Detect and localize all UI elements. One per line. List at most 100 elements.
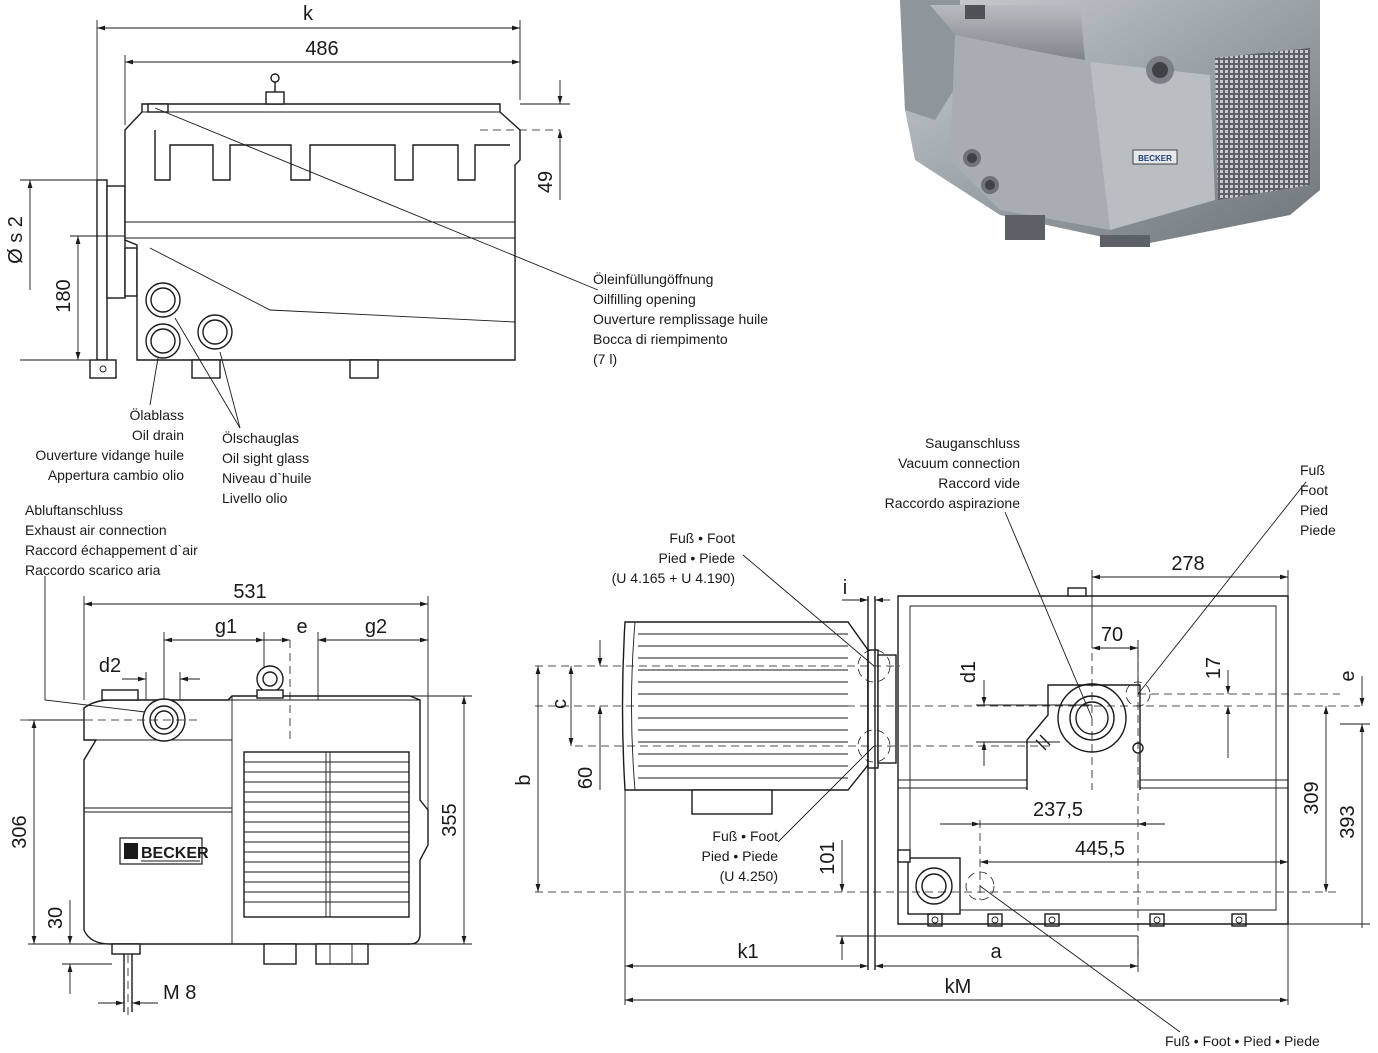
front-foot-mid bbox=[263, 943, 297, 965]
svg-text:Bocca di riempimento: Bocca di riempimento bbox=[593, 331, 728, 347]
leader-foot-bottom bbox=[979, 885, 1181, 1033]
svg-text:Ouverture remplissage huile: Ouverture remplissage huile bbox=[593, 311, 768, 327]
exhaust-cap bbox=[101, 689, 139, 701]
dim-os2: Ø s 2 bbox=[5, 216, 27, 264]
logo-mark-icon bbox=[124, 843, 138, 859]
photo-badge: BECKER bbox=[1138, 154, 1172, 163]
label-sight-glass: Ölschauglas Oil sight glass Niveau d`hui… bbox=[222, 429, 312, 506]
dim-m8: M 8 bbox=[163, 982, 196, 1004]
dim-e-right: e bbox=[1337, 670, 1359, 681]
svg-text:Pied: Pied bbox=[1300, 502, 1328, 518]
dim-445: 445,5 bbox=[1075, 838, 1125, 860]
label-foot-right: Fuß Foot Pied Piede bbox=[1300, 462, 1336, 538]
label-oil-drain: Ölablass Oil drain Ouverture vidange hui… bbox=[35, 406, 184, 483]
dim-393: 393 bbox=[1337, 805, 1359, 838]
dim-180: 180 bbox=[53, 279, 75, 312]
svg-text:Ölablass: Ölablass bbox=[130, 406, 184, 423]
dim-278: 278 bbox=[1171, 553, 1204, 575]
leader-oil-fill bbox=[154, 107, 599, 291]
label-oil-filling: Öleinfüllungöffnung Oilfilling opening O… bbox=[593, 270, 768, 367]
dim-e-top: e bbox=[296, 616, 307, 638]
dim-d2: d2 bbox=[99, 655, 121, 677]
svg-text:Fuß • Foot: Fuß • Foot bbox=[669, 530, 735, 546]
cooling-ribs bbox=[154, 130, 510, 181]
dim-486: 486 bbox=[305, 38, 338, 60]
dim-k: k bbox=[303, 3, 314, 25]
dim-g1: g1 bbox=[215, 616, 237, 638]
dim-309: 309 bbox=[1301, 781, 1323, 814]
dim-d1: d1 bbox=[958, 661, 980, 683]
motor-terminal-box bbox=[691, 789, 773, 815]
foot-mid bbox=[191, 359, 221, 379]
dim-30: 30 bbox=[45, 907, 67, 929]
svg-text:(U 4.165 + U 4.190): (U 4.165 + U 4.190) bbox=[612, 570, 735, 586]
svg-text:Fuß: Fuß bbox=[1300, 462, 1325, 478]
sight-glass-port bbox=[197, 314, 233, 350]
oil-drain-port bbox=[145, 282, 181, 359]
product-photo: BECKER bbox=[900, 0, 1320, 247]
svg-text:Piede: Piede bbox=[1300, 522, 1336, 538]
dim-g2: g2 bbox=[365, 616, 387, 638]
oil-filler-cap bbox=[147, 103, 169, 113]
svg-text:(U 4.250): (U 4.250) bbox=[720, 868, 778, 884]
dim-b: b bbox=[513, 774, 535, 785]
svg-text:Vacuum connection: Vacuum connection bbox=[898, 455, 1020, 471]
dim-i: i bbox=[843, 577, 847, 599]
dim-531: 531 bbox=[233, 581, 266, 603]
label-foot-motor-a: Fuß • Foot Pied • Piede (U 4.165 + U 4.1… bbox=[612, 530, 736, 586]
label-exhaust: Abluftanschluss Exhaust air connection R… bbox=[25, 502, 198, 578]
svg-text:Fuß • Foot • Pied • Piede: Fuß • Foot • Pied • Piede bbox=[1165, 1033, 1320, 1049]
side-view: k 486 49 Ø s 2 180 bbox=[5, 3, 599, 429]
top-view: i 278 70 d1 17 e c b 60 bbox=[513, 481, 1370, 1033]
leader-exhaust bbox=[44, 576, 146, 713]
dim-c: c bbox=[549, 699, 571, 709]
svg-text:Fuß • Foot: Fuß • Foot bbox=[712, 828, 778, 844]
svg-text:Oilfilling opening: Oilfilling opening bbox=[593, 291, 696, 307]
dim-k1: k1 bbox=[737, 941, 758, 963]
cooling-grill bbox=[243, 751, 410, 918]
label-vacuum: Sauganschluss Vacuum connection Raccord … bbox=[885, 435, 1021, 511]
front-foot-left bbox=[111, 943, 141, 955]
svg-text:Raccordo scarico aria: Raccordo scarico aria bbox=[25, 562, 161, 578]
svg-text:Raccordo aspirazione: Raccordo aspirazione bbox=[885, 495, 1021, 511]
svg-text:Ouverture vidange huile: Ouverture vidange huile bbox=[35, 447, 184, 463]
svg-text:Foot: Foot bbox=[1300, 482, 1328, 498]
coupling bbox=[124, 247, 138, 297]
leader-foot-motor-b bbox=[777, 745, 875, 843]
leader-foot-right bbox=[1137, 481, 1307, 695]
dim-237: 237,5 bbox=[1033, 799, 1083, 821]
dim-km: kM bbox=[945, 976, 972, 998]
svg-text:Livello olio: Livello olio bbox=[222, 490, 288, 506]
svg-text:Pied • Piede: Pied • Piede bbox=[701, 848, 778, 864]
svg-text:Öleinfüllungöffnung: Öleinfüllungöffnung bbox=[593, 270, 713, 287]
foot-left bbox=[89, 359, 117, 379]
dim-355: 355 bbox=[439, 803, 461, 836]
leader-vacuum bbox=[1004, 511, 1093, 719]
label-foot-bottom: Fuß • Foot • Pied • Piede bbox=[1165, 1033, 1320, 1049]
svg-text:Raccord vide: Raccord vide bbox=[938, 475, 1020, 491]
label-foot-motor-b: Fuß • Foot Pied • Piede (U 4.250) bbox=[701, 828, 778, 884]
dim-a: a bbox=[990, 941, 1002, 963]
svg-text:(7 l): (7 l) bbox=[593, 351, 617, 367]
flange-collar bbox=[106, 185, 126, 299]
svg-text:Appertura cambio olio: Appertura cambio olio bbox=[48, 467, 184, 483]
dim-60: 60 bbox=[575, 767, 597, 789]
svg-text:Raccord échappement d`air: Raccord échappement d`air bbox=[25, 542, 198, 558]
svg-text:Abluftanschluss: Abluftanschluss bbox=[25, 502, 123, 518]
dim-70: 70 bbox=[1101, 624, 1123, 646]
motor-fins bbox=[638, 633, 848, 779]
dim-17: 17 bbox=[1203, 657, 1225, 679]
pump-housing bbox=[124, 103, 521, 361]
svg-text:Pied • Piede: Pied • Piede bbox=[658, 550, 735, 566]
svg-text:Sauganschluss: Sauganschluss bbox=[925, 435, 1020, 451]
svg-text:Ölschauglas: Ölschauglas bbox=[222, 429, 299, 446]
dim-101: 101 bbox=[817, 841, 839, 874]
svg-text:Exhaust air connection: Exhaust air connection bbox=[25, 522, 167, 538]
flange-plate bbox=[96, 179, 108, 361]
dim-49: 49 bbox=[535, 171, 557, 193]
leader-foot-motor-a bbox=[742, 554, 875, 667]
grill-lines bbox=[244, 752, 409, 917]
front-view: BECKER 531 bbox=[9, 576, 472, 1020]
dim-306: 306 bbox=[9, 815, 31, 848]
